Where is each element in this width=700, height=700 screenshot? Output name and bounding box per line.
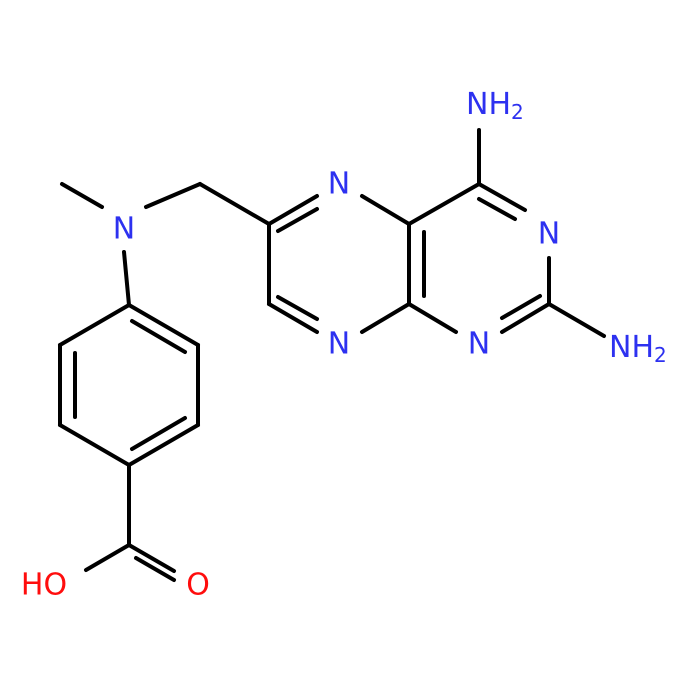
atom-n-pyrazine-bottom: N [328, 327, 350, 362]
atom-labels: N N N N N NH2 NH2 HO O [21, 87, 667, 603]
nh2-top-subscript: 2 [511, 100, 524, 124]
nh2-top-main: NH [466, 87, 511, 122]
bond-pm-c2-n1 [500, 302, 551, 334]
atom-n-pyrazine-top: N [328, 167, 350, 202]
bond-ch2-pyrazine [198, 182, 271, 226]
bond-bz-3-4 [127, 423, 200, 467]
bond-bz-4-5 [58, 423, 131, 467]
bond-pz-n5-c4a [360, 194, 411, 226]
bond-bz-1-2 [127, 303, 200, 347]
bond-c-o-double [134, 556, 176, 582]
bond-c2-nh2 [547, 302, 606, 338]
bond-n-ch2 [144, 182, 202, 209]
nh2-right-subscript: 2 [654, 343, 667, 367]
bond-pz-c6-n5 [267, 194, 319, 226]
nh2-right-main: NH [609, 330, 654, 365]
bond-c-o [127, 543, 176, 573]
atom-nh2-top: NH2 [466, 87, 524, 125]
atom-nh2-right: NH2 [609, 330, 667, 368]
atom-n-pyrimidine-top: N [538, 217, 560, 252]
atom-n-pyrimidine-bottom: N [468, 327, 490, 362]
bond-c-oh [84, 543, 131, 572]
bonds [58, 128, 606, 582]
bond-bz-1-2-double [130, 319, 187, 354]
atom-carbonyl-oxygen: O [186, 568, 210, 603]
bond-methyl [60, 182, 104, 209]
bond-pz-c6-n5-double [276, 207, 319, 233]
bond-pm-c2-n1-double [500, 294, 542, 320]
bond-pz-n8-c8a [360, 302, 411, 334]
bond-pz-c7-n8-double [276, 295, 319, 321]
bond-pm-c4a-c4 [407, 182, 481, 226]
atom-hydroxyl: HO [21, 568, 67, 603]
bond-pz-c7-n8 [267, 302, 319, 334]
bond-n-benzene [122, 250, 131, 307]
bond-pm-c4-n3-double [477, 197, 517, 221]
bond-bz-6-1 [58, 303, 131, 347]
bond-pm-n1-c8a [407, 302, 458, 334]
bond-pm-c4-n3 [477, 182, 527, 212]
atom-n-methylamino: N [113, 212, 135, 247]
bond-bz-3-4-double [130, 416, 187, 451]
